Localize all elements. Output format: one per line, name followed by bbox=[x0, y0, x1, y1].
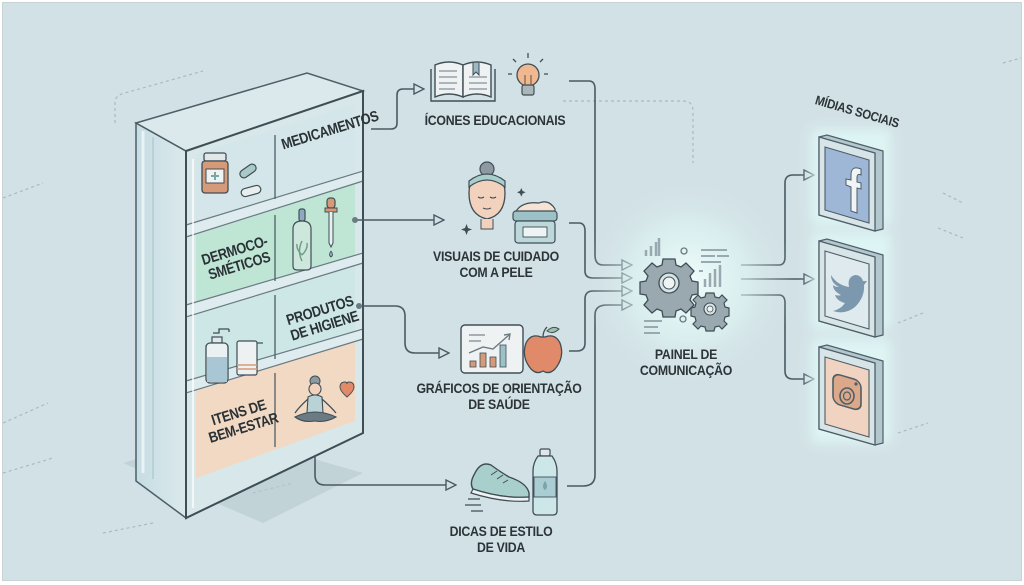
cream-jar-icon bbox=[512, 201, 558, 244]
connector-medicamentos-to-educacionais bbox=[371, 89, 423, 130]
node-label-graficos-line1: GRÁFICOS DE ORIENTAÇÃO bbox=[416, 380, 582, 396]
social-tiles bbox=[811, 129, 891, 446]
node-label-educacionais: ÍCONES EDUCACIONAIS bbox=[424, 112, 566, 128]
facebook-tile[interactable] bbox=[818, 134, 884, 232]
twitter-icon bbox=[831, 275, 867, 313]
instagram-icon bbox=[832, 373, 862, 411]
book-icon bbox=[430, 61, 496, 102]
sparkle-icon bbox=[461, 188, 526, 235]
connector-node-dermo bbox=[352, 217, 358, 223]
diagram-svg bbox=[3, 53, 1021, 534]
instagram-tile[interactable] bbox=[818, 344, 884, 446]
heart-icon bbox=[339, 381, 355, 398]
meditation-icon bbox=[293, 375, 338, 423]
facebook-icon bbox=[845, 167, 862, 214]
sneaker-icon bbox=[465, 463, 530, 512]
chart-board-icon bbox=[460, 324, 524, 374]
connector-higiene-to-graficos bbox=[359, 305, 448, 353]
hub-label-line1: PAINEL DE bbox=[654, 346, 718, 362]
capsule-icon bbox=[239, 163, 262, 198]
lightbulb-icon bbox=[508, 53, 548, 96]
node-label-estilo: DICAS DE ESTILO DE VIDA bbox=[431, 523, 572, 555]
node-label-pele: VISUAIS DE CUIDADO COM A PELE bbox=[414, 248, 578, 280]
towel-icon bbox=[236, 340, 263, 376]
node-label-graficos-line2: DE SAÚDE bbox=[468, 395, 530, 412]
twitter-tile[interactable] bbox=[818, 238, 884, 338]
gears-icon bbox=[639, 238, 730, 334]
hub-label-line2: COMUNICAÇÃO bbox=[639, 361, 733, 378]
dropper-icon bbox=[324, 197, 338, 258]
node-label-estilo-line1: DICAS DE ESTILO bbox=[449, 523, 553, 539]
connector-node-higiene bbox=[356, 303, 362, 309]
glass-cabinet bbox=[123, 72, 366, 523]
pill-bottle-icon bbox=[201, 152, 229, 194]
node-label-graficos: GRÁFICOS DE ORIENTAÇÃO DE SAÚDE bbox=[413, 380, 585, 412]
connector-bemestar-to-estilo bbox=[314, 455, 455, 485]
node-label-pele-line2: COM A PELE bbox=[459, 263, 533, 280]
face-icon bbox=[468, 161, 506, 230]
water-bottle-icon bbox=[532, 448, 558, 516]
hub-label: PAINEL DE COMUNICAÇÃO bbox=[627, 346, 745, 378]
node-label-pele-line1: VISUAIS DE CUIDADO bbox=[432, 248, 560, 264]
serum-bottle-icon bbox=[292, 208, 312, 271]
node-label-estilo-line2: DE VIDA bbox=[476, 538, 526, 555]
soap-dispenser-icon bbox=[205, 328, 230, 384]
apple-icon bbox=[523, 326, 563, 374]
